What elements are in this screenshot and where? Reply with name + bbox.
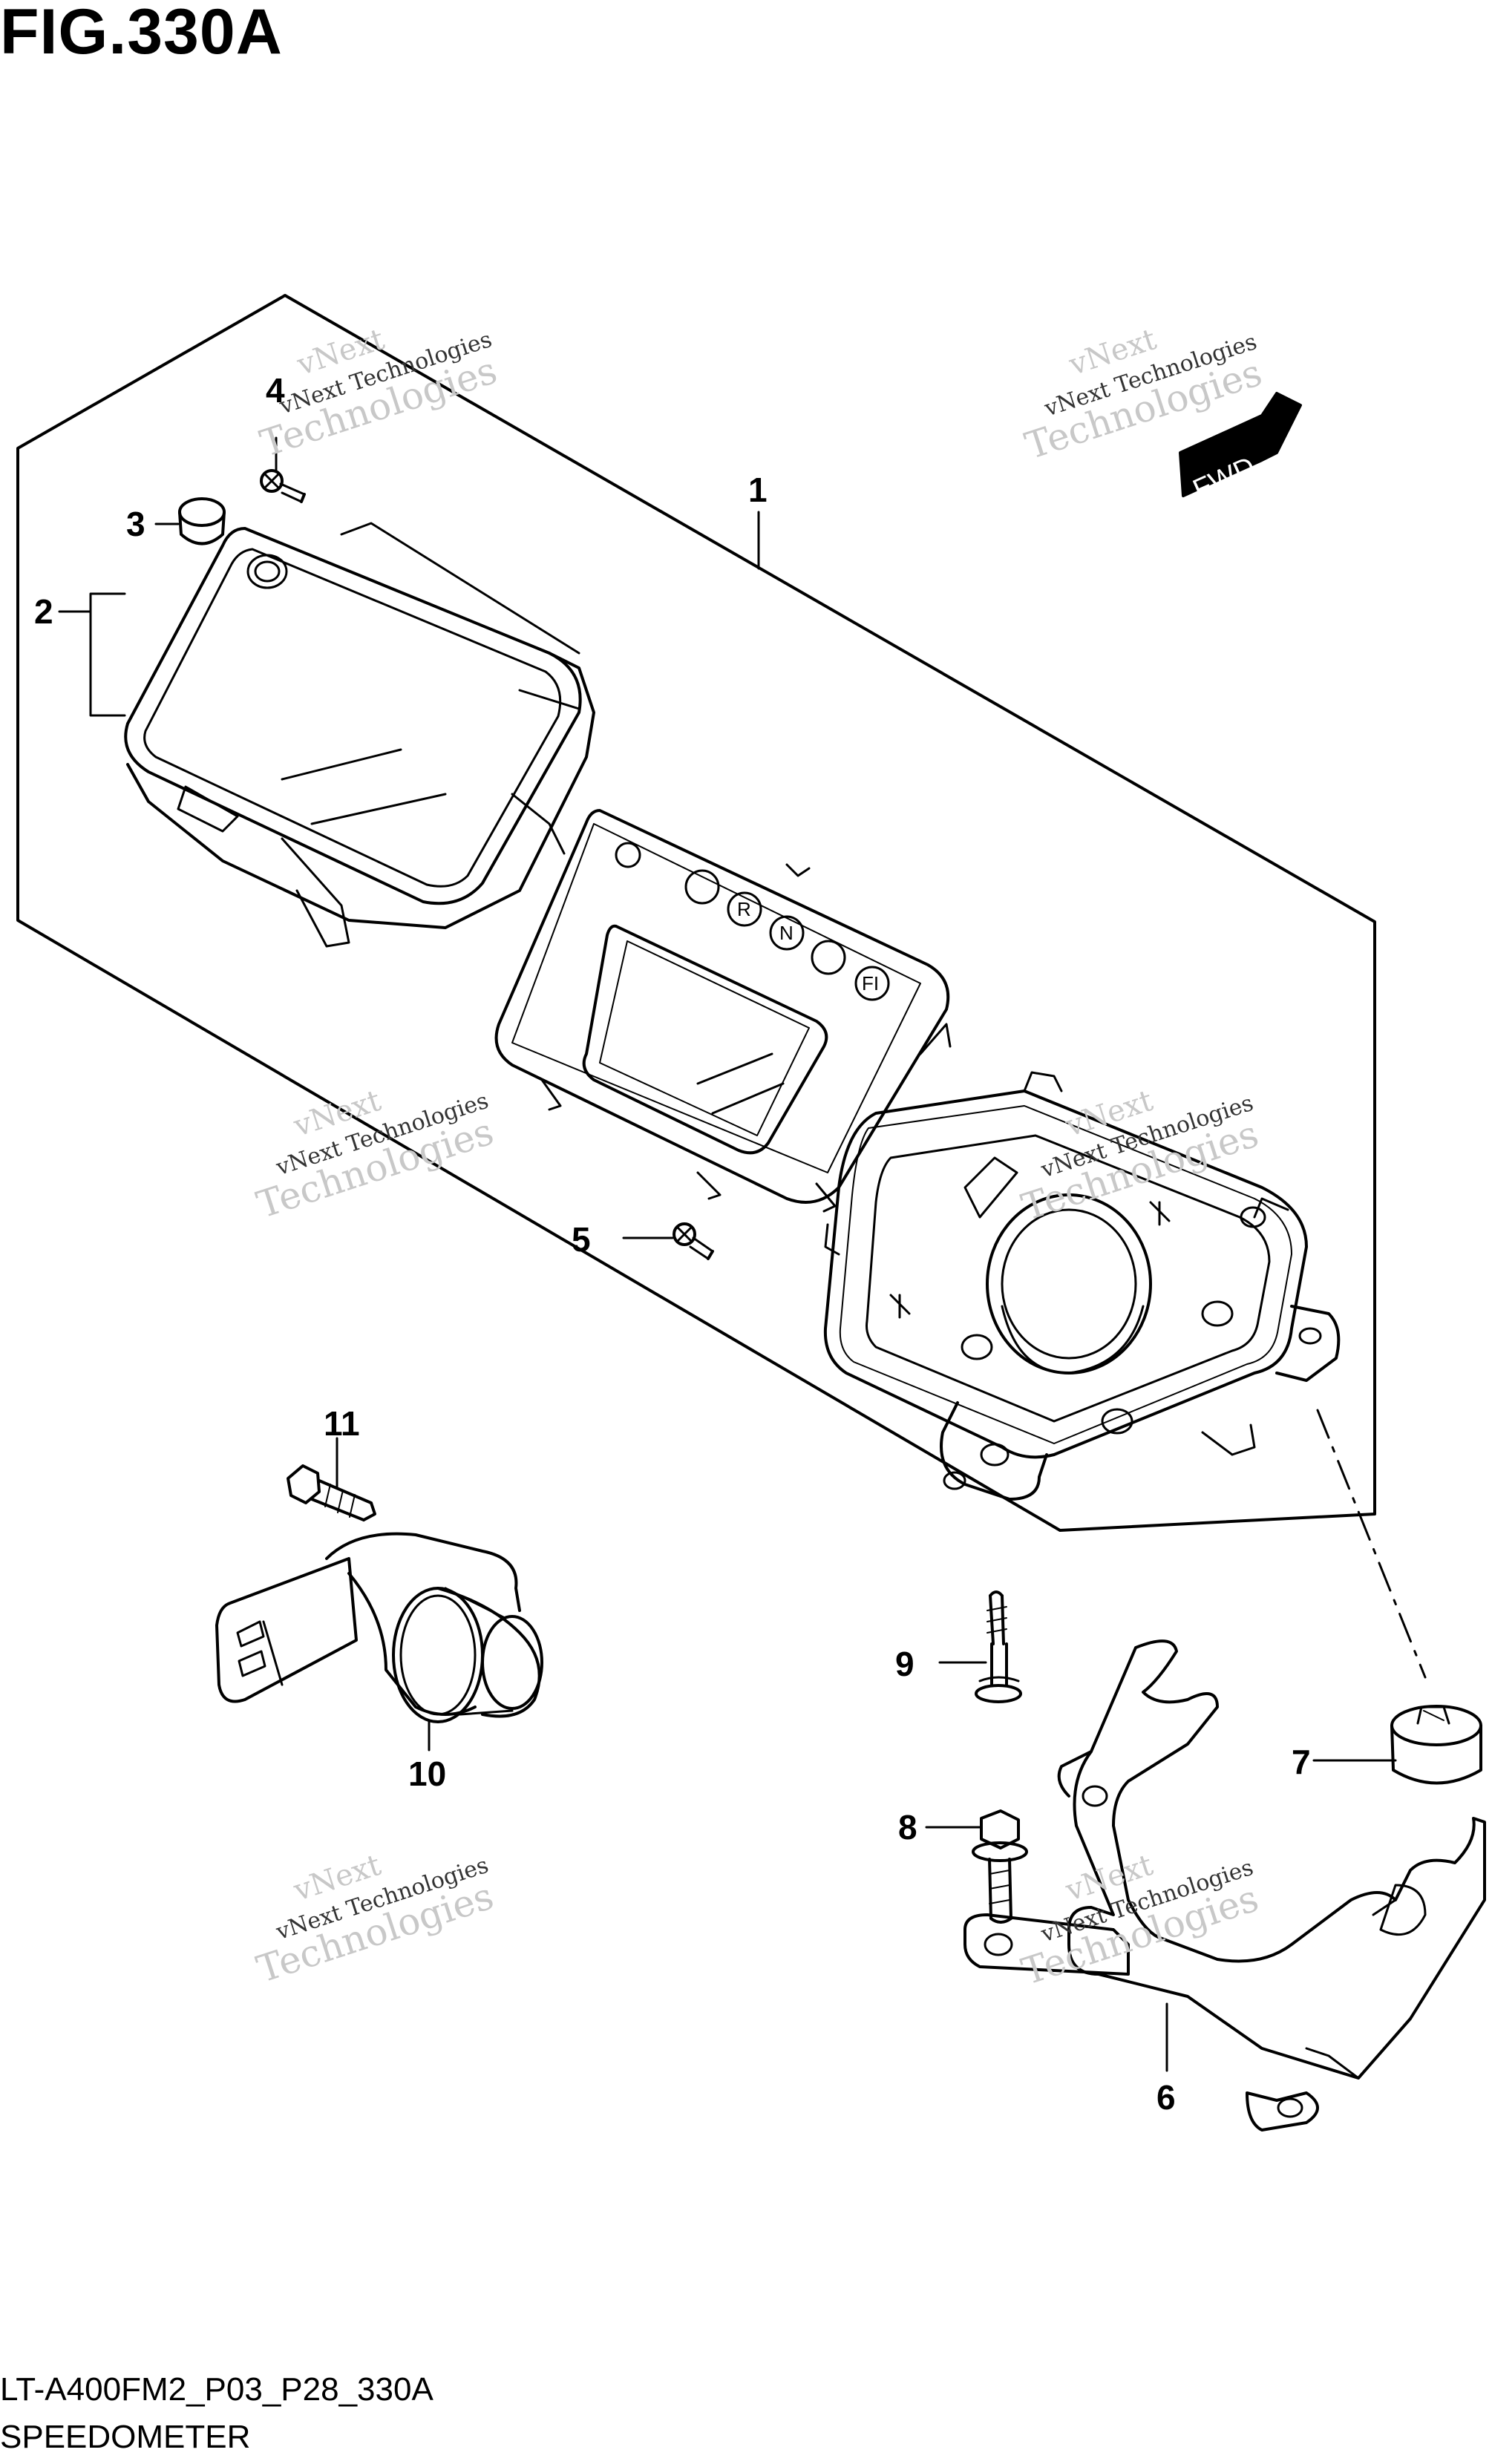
indicator-n: N: [779, 922, 794, 944]
part-rubber-plug: [178, 497, 226, 545]
part-meter-case: [823, 1071, 1341, 1501]
part-flange-bolt: [972, 1809, 1028, 1924]
figure-title: FIG.330A: [0, 0, 283, 68]
watermark-3: vNext vNext Technologies Technologies: [252, 1084, 499, 1227]
callout-10: 10: [408, 1754, 446, 1793]
diagram-caption: SPEEDOMETER: [0, 2419, 251, 2455]
callout-1: 1: [748, 471, 768, 509]
callout-5: 5: [572, 1220, 591, 1259]
part-screw-middle: [673, 1222, 714, 1260]
part-bolt-11: [287, 1464, 376, 1521]
callout-11: 11: [324, 1404, 360, 1443]
watermark-4: vNext vNext Technologies Technologies: [1016, 1084, 1263, 1229]
part-speed-sensor: [215, 1532, 543, 1723]
fwd-arrow: [1179, 392, 1302, 497]
part-screw-top: [260, 469, 306, 503]
callout-8: 8: [898, 1808, 917, 1847]
assembly-outline: [16, 294, 1376, 1532]
part-meter-cover: [124, 522, 595, 948]
part-damper: [1390, 1705, 1482, 1785]
callout-7: 7: [1292, 1743, 1311, 1781]
callout-4: 4: [266, 371, 285, 410]
callout-6: 6: [1156, 2078, 1176, 2117]
indicator-fi: FI: [862, 972, 879, 995]
callout-3: 3: [126, 505, 145, 543]
callout-9: 9: [895, 1645, 914, 1683]
callout-2: 2: [34, 592, 53, 631]
part-bracket: [963, 1639, 1486, 2132]
watermark-6: vNext vNext Technologies Technologies: [1016, 1848, 1263, 1993]
callout-numbers: 1 2 3 4 5 6 7 8 9 10 11: [34, 371, 1311, 2117]
watermark-5: vNext vNext Technologies Technologies: [252, 1848, 499, 1991]
part-lcd-panel: [494, 809, 952, 1213]
diagram-code: LT-A400FM2_P03_P28_330A: [0, 2371, 433, 2408]
leader-lines: [58, 436, 1397, 2072]
indicator-r: R: [737, 898, 751, 920]
part-tapping-screw: [975, 1590, 1022, 1703]
guide-line: [1316, 1409, 1427, 1679]
